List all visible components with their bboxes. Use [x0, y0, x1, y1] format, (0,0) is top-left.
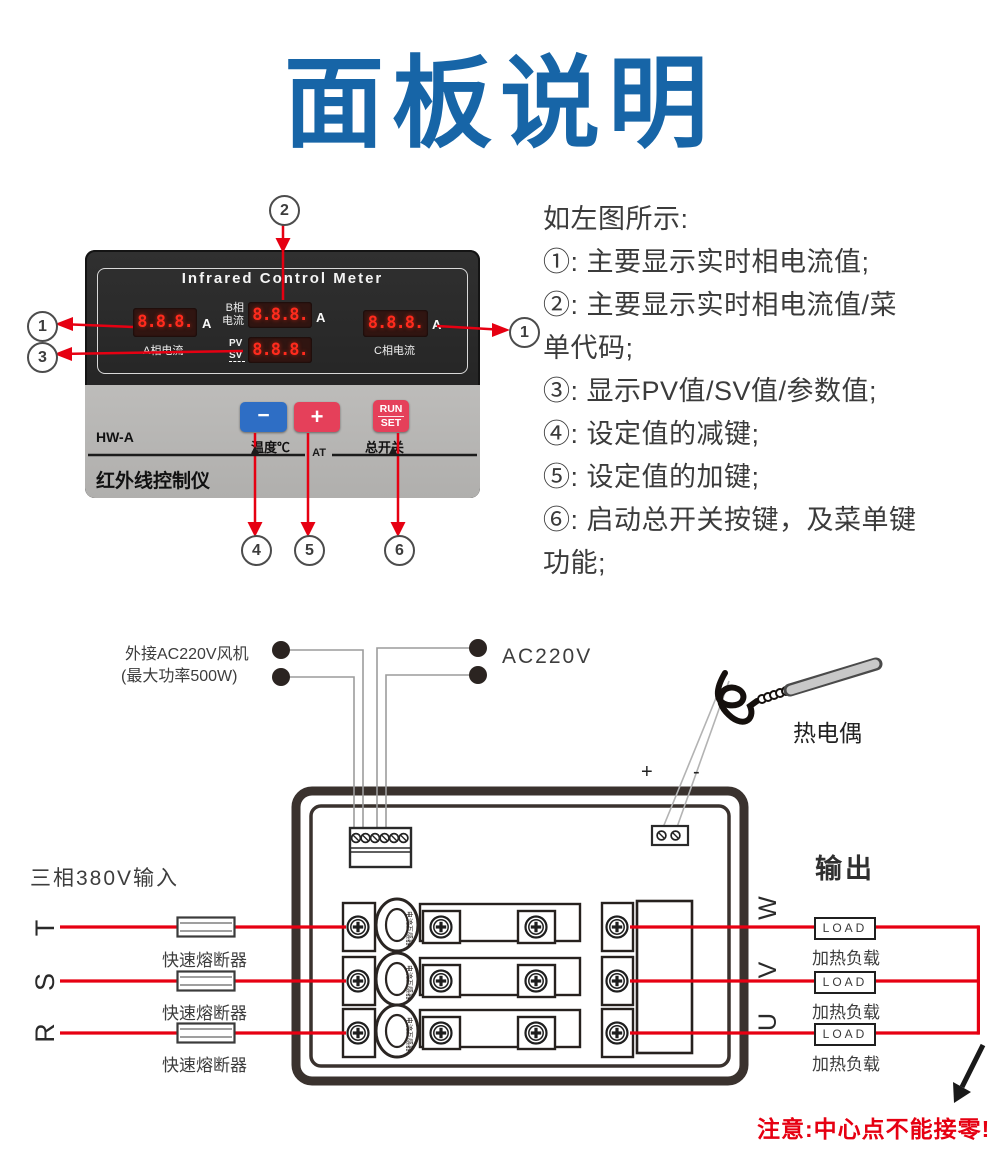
- legend-line: 单代码;: [543, 333, 634, 363]
- display-c: 8.8.8.: [363, 310, 428, 337]
- callout-5: 5: [294, 535, 325, 566]
- legend-line: 如左图所示:: [543, 204, 689, 234]
- minus-button: −: [240, 402, 287, 432]
- thermocouple-terminal-block: [650, 824, 690, 847]
- callout-1-left: 1: [27, 311, 58, 342]
- phase-u-label: U: [754, 1012, 782, 1032]
- ssr-block: [635, 899, 694, 1055]
- wire-dots: [272, 639, 487, 686]
- display-a: 8.8.8.: [133, 308, 197, 337]
- display-c-unit: A: [432, 317, 442, 332]
- callout-3: 3: [27, 342, 58, 373]
- callout-6: 6: [384, 535, 415, 566]
- pv-label: PV: [229, 338, 243, 349]
- display-a-unit: A: [202, 316, 212, 331]
- legend-line: ⑥: 启动总开关按键，及菜单键: [543, 505, 917, 535]
- fuse-label-3: 快速熔断器: [162, 1056, 247, 1075]
- run-set-button: RUN SET: [373, 400, 409, 432]
- legend-line: ③: 显示PV值/SV值/参数值;: [543, 376, 878, 406]
- master-switch-label: 总开关: [365, 440, 405, 455]
- plus-button: +: [294, 402, 340, 432]
- legend-line: ④: 设定值的减键;: [543, 419, 760, 449]
- heater-label-2: 加热负载: [812, 1003, 880, 1022]
- ac-wires: [281, 647, 478, 830]
- phase-t-label: T: [30, 919, 60, 937]
- fan-label-line1: 外接AC220V风机: [125, 646, 249, 663]
- three-phase-input-label: 三相380V输入: [30, 867, 180, 890]
- device-name-label: 红外线控制仪: [96, 471, 211, 492]
- heater-label-1: 加热负载: [812, 949, 880, 968]
- load-box-1: LOAD: [814, 917, 876, 940]
- thermocouple-leads: [661, 675, 730, 831]
- fuse-label-2: 快速熔断器: [162, 1004, 247, 1023]
- legend-line: ①: 主要显示实时相电流值;: [543, 247, 870, 277]
- sv-label: SV: [229, 350, 245, 362]
- display-a-label: A相电流: [143, 345, 184, 357]
- enclosure-box: [291, 786, 749, 1086]
- display-b-label: B相 电流: [222, 302, 244, 327]
- legend: 如左图所示: ①: 主要显示实时相电流值; ②: 主要显示实时相电流值/菜 单代…: [543, 198, 995, 585]
- model-label: HW-A: [96, 429, 134, 445]
- phase-r-label: R: [30, 1023, 60, 1043]
- tc-plus-label: +: [641, 761, 653, 783]
- thermocouple-label: 热电偶: [793, 720, 862, 746]
- display-b-unit: A: [316, 310, 326, 325]
- at-label: AT: [312, 447, 326, 459]
- phase-v-label: V: [754, 961, 782, 979]
- fan-terminal-block: [348, 826, 413, 869]
- panel-brand: Infrared Control Meter: [181, 270, 384, 287]
- legend-line: ②: 主要显示实时相电流值/菜: [543, 290, 898, 320]
- phase-s-label: S: [30, 973, 60, 992]
- legend-line: ⑤: 设定值的加键;: [543, 462, 760, 492]
- panel-lower-section: − + RUN SET HW-A 温度℃ 总开关 红外线控制仪: [85, 385, 480, 498]
- load-box-2: LOAD: [814, 971, 876, 994]
- ac220v-label: AC220V: [502, 645, 593, 668]
- heater-label-3: 加热负载: [812, 1055, 880, 1074]
- fan-label-line2: (最大功率500W): [121, 668, 238, 685]
- callout-4: 4: [241, 535, 272, 566]
- display-c-label: C相电流: [374, 345, 415, 357]
- display-b: 8.8.8.: [248, 302, 312, 328]
- fuse-label-1: 快速熔断器: [162, 951, 247, 970]
- callout-2: 2: [269, 195, 300, 226]
- busbar-rows: [341, 901, 635, 1059]
- warning-text: 注意:中心点不能接零!: [757, 1116, 991, 1142]
- load-box-3: LOAD: [814, 1023, 876, 1046]
- output-arrow: [953, 1043, 986, 1103]
- callout-1-right: 1: [509, 317, 540, 348]
- phase-w-label: W: [754, 896, 782, 920]
- display-pv: 8.8.8.: [248, 337, 312, 363]
- temp-label: 温度℃: [251, 440, 291, 455]
- tc-minus-label: -: [693, 761, 700, 783]
- device-panel: Infrared Control Meter 8.8.8. A A相电流 B相 …: [85, 250, 480, 498]
- legend-line: 功能;: [543, 548, 607, 578]
- output-label: 输出: [815, 854, 875, 884]
- page-title: 面板说明: [284, 48, 716, 160]
